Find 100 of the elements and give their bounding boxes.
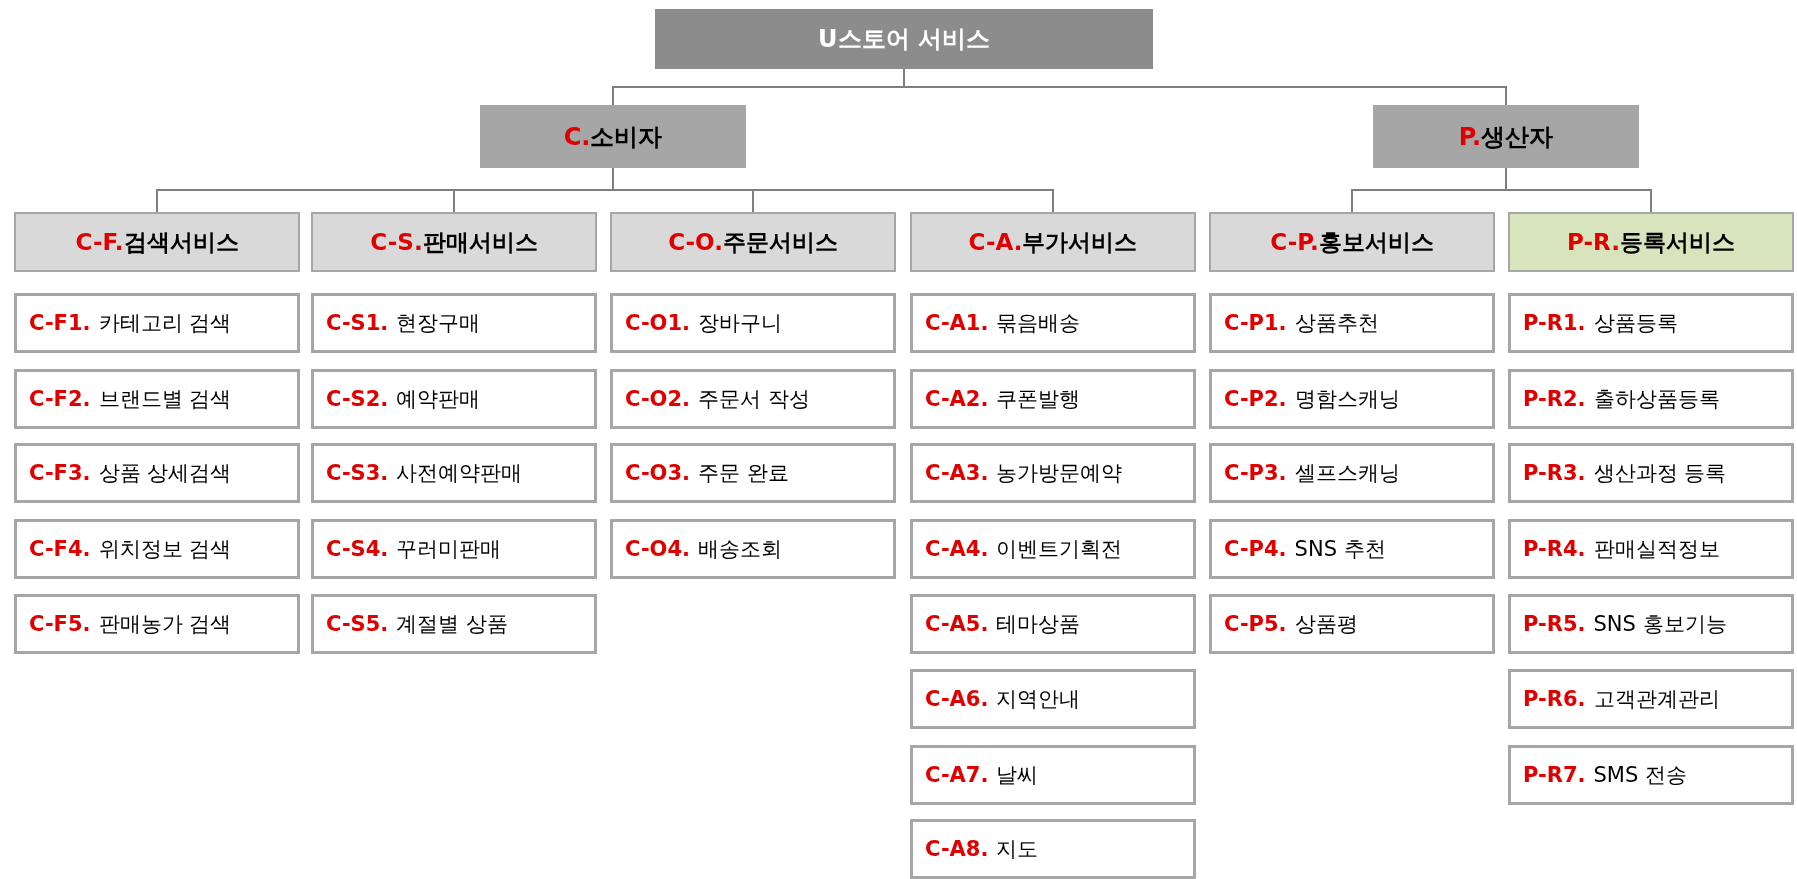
item-box <box>311 369 597 429</box>
heading-text: 검색서비스 <box>123 227 239 257</box>
code-label: C-O3. <box>625 461 691 485</box>
item-text: 출하상품등록 <box>1593 386 1720 413</box>
item-box <box>910 519 1196 579</box>
code-label: C-S4. <box>326 537 389 561</box>
title-box <box>655 9 1153 69</box>
code-label: C. <box>563 122 591 151</box>
code-label: C-F. <box>75 229 124 255</box>
item-box <box>311 519 597 579</box>
code-label: C-P1. <box>1224 311 1287 335</box>
code-label: C-A7. <box>925 763 989 787</box>
item-box <box>311 443 597 503</box>
title-text: U스토어 서비스 <box>818 24 990 55</box>
item-text: SNS 홍보기능 <box>1593 611 1727 638</box>
code-label: C-A6. <box>925 687 989 711</box>
item-text: 계절별 상품 <box>396 611 508 638</box>
item-box <box>910 443 1196 503</box>
code-label: C-A. <box>968 229 1023 255</box>
connector-line <box>1505 167 1652 213</box>
item-text: 카테고리 검색 <box>98 310 232 337</box>
item-text: 사전예약판매 <box>396 460 523 487</box>
item-text: 쿠폰발행 <box>996 386 1081 413</box>
code-label: C-S. <box>370 229 423 255</box>
code-label: C-P3. <box>1224 461 1287 485</box>
item-box <box>1209 594 1495 654</box>
item-text: 주문서 작성 <box>698 386 810 413</box>
code-label: C-O. <box>668 229 723 255</box>
code-label: C-S1. <box>326 311 389 335</box>
heading-text: 주문서비스 <box>722 227 838 257</box>
item-text: 지도 <box>996 836 1039 863</box>
item-text: 농가방문예약 <box>996 460 1123 487</box>
item-text: 생산과정 등록 <box>1593 460 1727 487</box>
item-box <box>14 594 300 654</box>
code-label: C-A4. <box>925 537 989 561</box>
item-box <box>910 669 1196 729</box>
code-label: P-R6. <box>1523 687 1586 711</box>
group-box <box>480 105 746 168</box>
item-box <box>1209 293 1495 353</box>
item-text: 꾸러미판매 <box>396 536 502 563</box>
item-box <box>1209 443 1495 503</box>
item-text: 상품 상세검색 <box>98 460 232 487</box>
code-label: P-R7. <box>1523 763 1586 787</box>
heading-text: 판매서비스 <box>422 227 538 257</box>
code-label: C-F4. <box>29 537 91 561</box>
code-label: C-P5. <box>1224 612 1287 636</box>
code-label: P-R4. <box>1523 537 1586 561</box>
heading-text: 부가서비스 <box>1022 227 1138 257</box>
item-box <box>311 594 597 654</box>
code-label: P-R. <box>1567 229 1620 255</box>
item-text: 날씨 <box>996 762 1039 789</box>
code-label: C-A8. <box>925 837 989 861</box>
item-text: 브랜드별 검색 <box>98 386 232 413</box>
code-label: C-O4. <box>625 537 691 561</box>
item-text: 명함스캐닝 <box>1294 386 1400 413</box>
code-label: P-R1. <box>1523 311 1586 335</box>
code-label: P-R3. <box>1523 461 1586 485</box>
heading-text: 홍보서비스 <box>1318 227 1434 257</box>
item-text: SMS 전송 <box>1593 762 1687 789</box>
code-label: C-O2. <box>625 387 691 411</box>
code-label: C-F2. <box>29 387 91 411</box>
item-box <box>14 369 300 429</box>
item-text: 셀프스캐닝 <box>1294 460 1400 487</box>
item-box <box>1508 669 1794 729</box>
code-label: P-R5. <box>1523 612 1586 636</box>
category-box <box>1508 212 1794 272</box>
item-text: 고객관계관리 <box>1593 686 1720 713</box>
item-box <box>1508 443 1794 503</box>
item-box <box>910 819 1196 879</box>
code-label: P-R2. <box>1523 387 1586 411</box>
item-box <box>1508 519 1794 579</box>
item-text: 배송조회 <box>698 536 783 563</box>
item-box <box>610 293 896 353</box>
item-text: 묶음배송 <box>996 310 1081 337</box>
item-box <box>14 519 300 579</box>
item-box <box>610 519 896 579</box>
item-text: 장바구니 <box>698 310 783 337</box>
code-label: C-F5. <box>29 612 91 636</box>
item-text: 상품추천 <box>1294 310 1379 337</box>
category-box <box>311 212 597 272</box>
code-label: C-S5. <box>326 612 389 636</box>
item-box <box>1209 369 1495 429</box>
category-box <box>610 212 896 272</box>
code-label: C-F3. <box>29 461 91 485</box>
item-text: 판매실적정보 <box>1593 536 1720 563</box>
item-box <box>910 369 1196 429</box>
item-box <box>610 369 896 429</box>
item-box <box>910 594 1196 654</box>
item-box <box>14 293 300 353</box>
code-label: C-S3. <box>326 461 389 485</box>
item-text: 예약판매 <box>396 386 481 413</box>
code-label: C-A1. <box>925 311 989 335</box>
code-label: C-O1. <box>625 311 691 335</box>
item-box <box>910 293 1196 353</box>
code-label: C-A5. <box>925 612 989 636</box>
heading-text: 생산자 <box>1481 121 1554 153</box>
code-label: C-S2. <box>326 387 389 411</box>
item-box <box>14 443 300 503</box>
code-label: C-A2. <box>925 387 989 411</box>
heading-text: 소비자 <box>590 121 663 153</box>
